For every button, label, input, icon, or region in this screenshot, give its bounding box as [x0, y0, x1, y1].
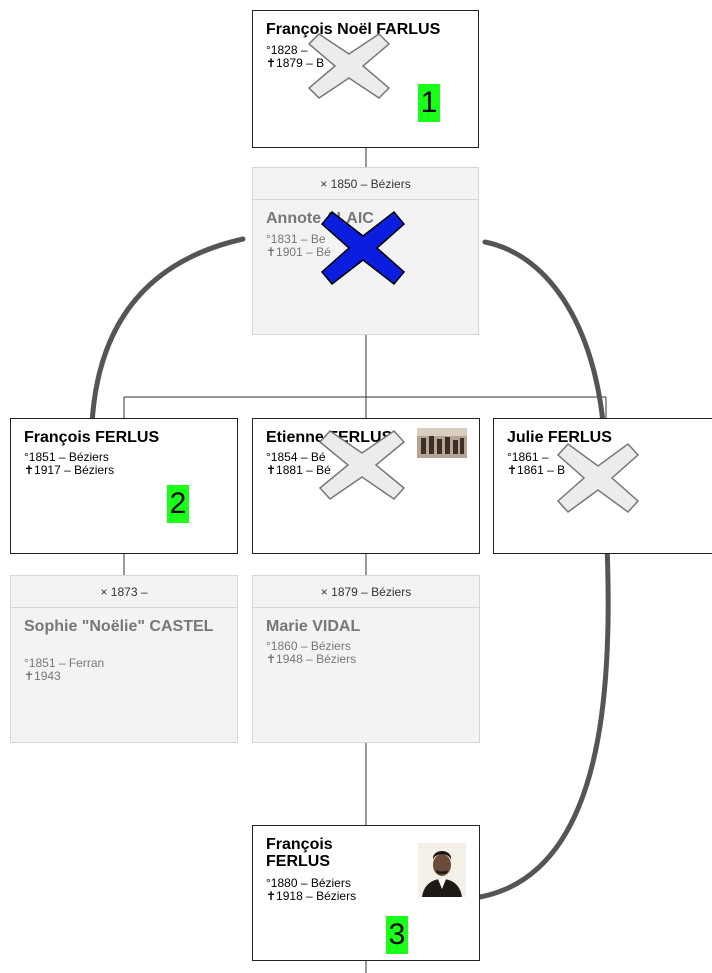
cross-mark-icon[interactable]	[305, 30, 393, 102]
spouse-card-annote[interactable]: Annote ALAIC °1831 – Be ✝1901 – Bé	[252, 199, 479, 335]
birth-info: °1851 – Béziers	[24, 450, 109, 464]
person-name: Marie VIDAL	[266, 618, 361, 635]
death-info: ✝1901 – Bé	[266, 245, 331, 259]
relation-arcs	[89, 236, 611, 900]
person-card-francois-1880[interactable]: François FERLUS °1880 – Béziers ✝1918 – …	[252, 825, 480, 961]
death-info: ✝1861 – B	[507, 463, 566, 477]
spouse-card-sophie[interactable]: Sophie "Noëlie" CASTEL °1851 – Ferran ✝1…	[10, 607, 238, 743]
photo-thumbnail[interactable]	[417, 428, 467, 458]
death-info: ✝1879 – B	[266, 56, 325, 70]
person-name: Julie FERLUS	[507, 429, 612, 446]
marriage-label: × 1850 – Béziers	[252, 167, 479, 200]
marker-1: 1	[418, 84, 440, 122]
spouse-card-marie[interactable]: Marie VIDAL °1860 – Béziers ✝1948 – Bézi…	[252, 607, 480, 743]
birth-info: °1831 – Be	[266, 232, 326, 246]
birth-info: °1860 – Béziers	[266, 639, 351, 653]
cross-mark-icon[interactable]	[554, 440, 642, 516]
photo-thumbnail[interactable]	[418, 843, 466, 897]
marker-2: 2	[167, 485, 189, 523]
person-name: François Noël FARLUS	[266, 21, 441, 38]
arc-right	[482, 239, 608, 453]
death-info: ✝1948 – Béziers	[266, 652, 357, 666]
birth-info: °1828 –	[266, 43, 308, 57]
arc-bottom	[477, 492, 611, 900]
marriage-label: × 1879 – Béziers	[252, 575, 480, 608]
cross-mark-icon[interactable]	[316, 427, 408, 503]
birth-info: °1851 – Ferran	[24, 656, 105, 670]
cross-mark-icon[interactable]	[318, 208, 408, 288]
person-card-francois-1851[interactable]: François FERLUS °1851 – Béziers ✝1917 – …	[10, 418, 238, 554]
birth-info: °1861 –	[507, 450, 549, 464]
marker-3: 3	[386, 916, 408, 954]
birth-info: °1854 – Bé	[266, 450, 326, 464]
person-name: François FERLUS	[266, 836, 333, 870]
death-info: ✝1918 – Béziers	[266, 889, 357, 903]
death-info: ✝1943	[24, 669, 61, 683]
marriage-label: × 1873 –	[10, 575, 238, 608]
arc-left	[89, 236, 246, 427]
person-name: François FERLUS	[24, 429, 160, 446]
death-info: ✝1917 – Béziers	[24, 463, 115, 477]
birth-info: °1880 – Béziers	[266, 876, 351, 890]
person-name: Sophie "Noëlie" CASTEL	[24, 618, 214, 635]
death-info: ✝1881 – Bé	[266, 463, 331, 477]
